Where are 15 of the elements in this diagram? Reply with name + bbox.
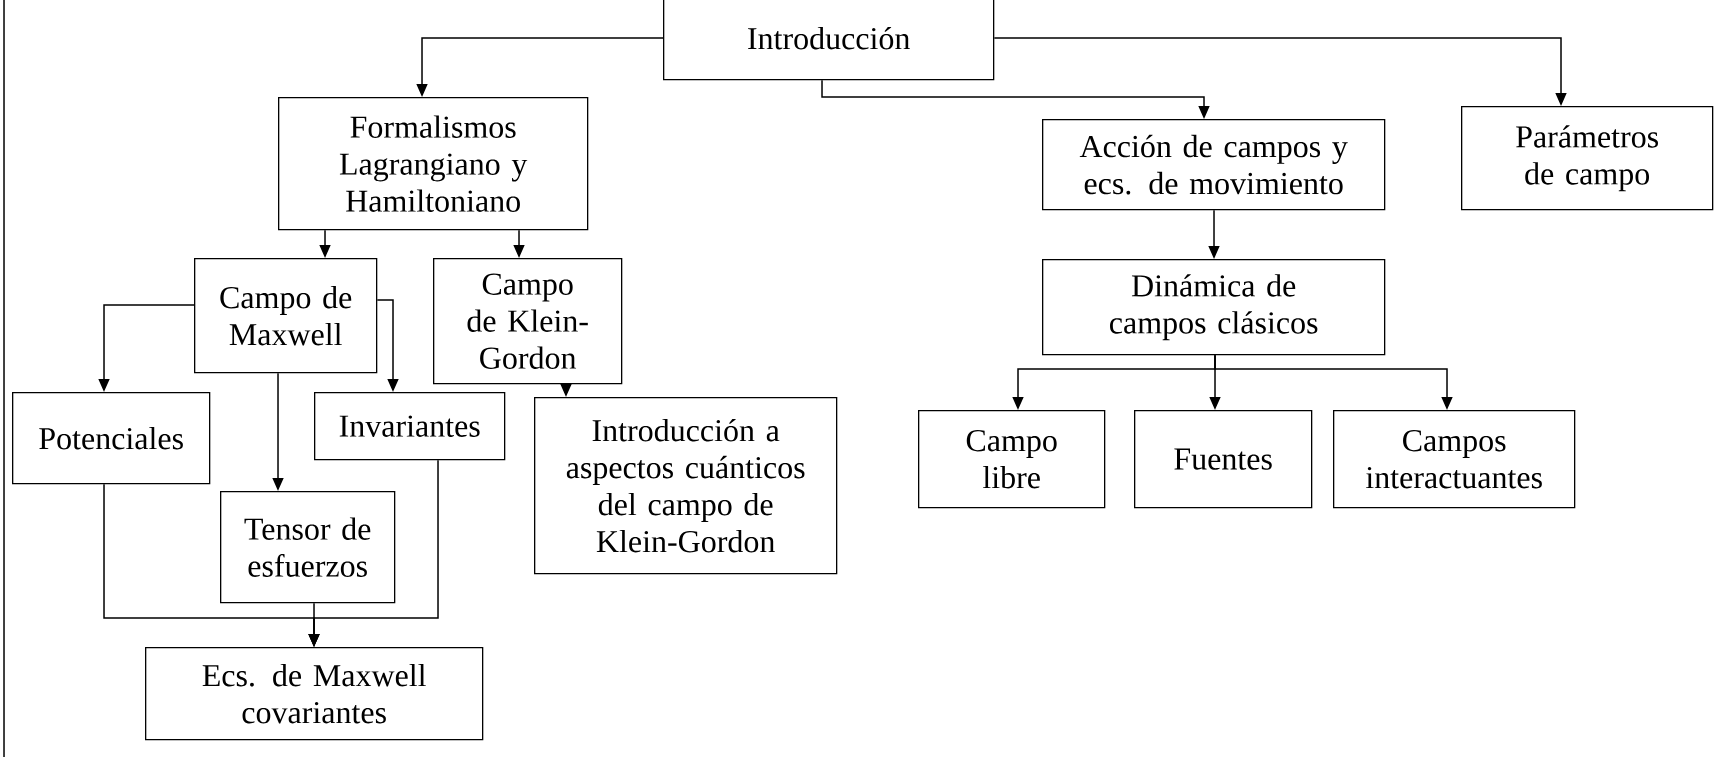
topic-box: Campo de Klein-Gordon — [433, 258, 623, 385]
topic-box: Fuentes — [1134, 410, 1313, 509]
topic-box: Parámetros de campo — [1461, 106, 1714, 211]
topic-box: Campo libre — [918, 410, 1106, 509]
topic-box: Potenciales — [12, 392, 211, 485]
topic-box: Campos interactuantes — [1333, 410, 1576, 509]
topic-box: Tensor de esfuerzos — [220, 491, 396, 604]
topic-box: Ecs. de Maxwell covariantes — [145, 647, 484, 741]
topic-box: Dinámica de campos clásicos — [1042, 259, 1386, 356]
topic-box: Formalismos Lagrangiano y Hamiltoniano — [278, 97, 589, 231]
topic-box: Invariantes — [314, 392, 506, 461]
topic-box: Introducción — [663, 0, 995, 81]
topic-box: Campo de Maxwell — [194, 258, 378, 374]
topic-box: Acción de campos y ecs. de movimiento — [1042, 119, 1386, 211]
topic-box: Introducción a aspectos cuánticos del campo de Klein-Gordon — [534, 397, 838, 575]
